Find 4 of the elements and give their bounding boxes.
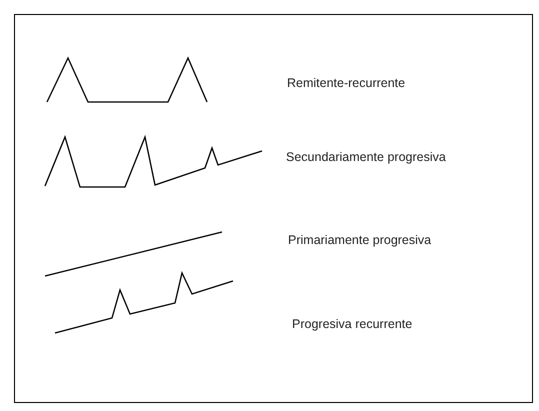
course-label: Remitente-recurrente [287, 75, 406, 92]
course-label: Progresiva recurrente [292, 316, 412, 333]
course-label: Secundariamente progresiva [286, 149, 446, 166]
course-label: Primariamente progresiva [288, 232, 432, 249]
